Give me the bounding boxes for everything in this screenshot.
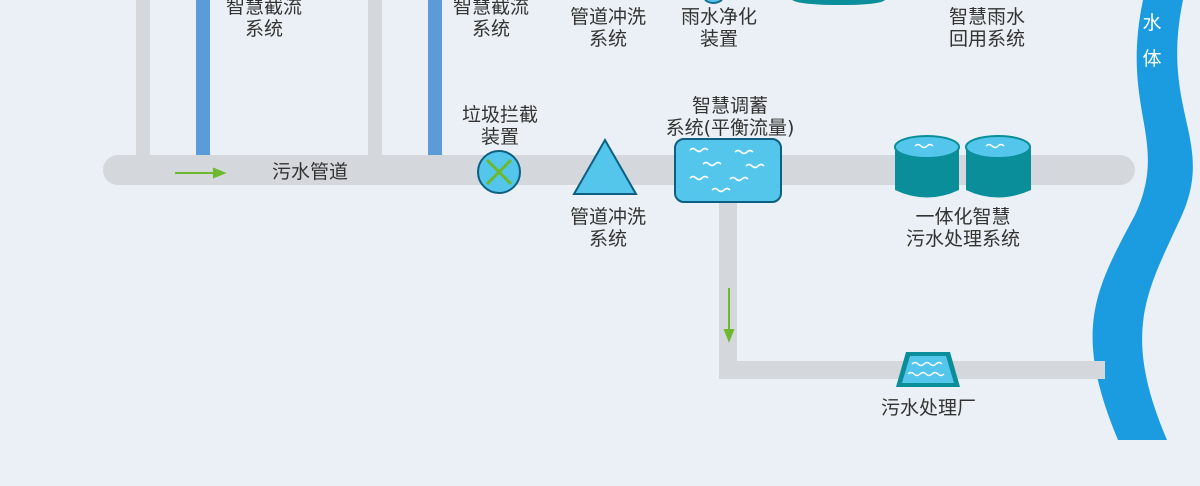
- integrated-treatment-label-line2: 污水处理系统: [905, 228, 1020, 250]
- rain-purify-label-line1: 雨水净化: [680, 6, 757, 28]
- treatment-plant-label-text: 污水处理厂: [880, 397, 976, 419]
- triangle-icon: [572, 137, 638, 195]
- rain-reuse-label: 智慧雨水 回用系统: [932, 6, 1042, 50]
- river-label-line1: 水: [1142, 12, 1162, 34]
- garbage-intercept-label-line2: 装置: [480, 126, 519, 148]
- river-label: 水 体: [1137, 12, 1167, 70]
- branch-pipe: [719, 195, 1105, 379]
- intercept-system-label-2-line2: 系统: [471, 18, 510, 40]
- intercept-system-label-1-line1: 智慧截流: [225, 0, 302, 18]
- river: [1092, 0, 1193, 440]
- cylinder-tank-icon: [965, 135, 1031, 198]
- x-circle-icon: [477, 150, 521, 194]
- rain-purify-device-edge: [704, 0, 723, 4]
- intercept-system-label-1-line2: 系统: [244, 18, 283, 40]
- flush-system-label-top-line1: 管道冲洗: [569, 6, 646, 28]
- storage-system-label-line1: 智慧调蓄: [691, 95, 768, 117]
- garbage-intercept-label-line1: 垃圾拦截: [461, 104, 538, 126]
- rain-purify-label: 雨水净化 装置: [669, 6, 769, 50]
- rain-reuse-label-line2: 回用系统: [948, 28, 1025, 50]
- garbage-intercept-label: 垃圾拦截 装置: [450, 104, 550, 148]
- storage-system-label-line2: 系统(平衡流量): [665, 117, 795, 139]
- flush-system-label-bottom-line1: 管道冲洗: [569, 206, 646, 228]
- rain-reuse-label-line1: 智慧雨水: [948, 6, 1025, 28]
- rain-purify-label-line2: 装置: [699, 28, 738, 50]
- integrated-treatment-label: 一体化智慧 污水处理系统: [893, 206, 1033, 250]
- intercept-system-label-2-line1: 智慧截流: [452, 0, 529, 18]
- rain-reuse-tank-edge: [792, 0, 885, 5]
- intercept-system-label-1: 智慧截流 系统: [214, 0, 314, 40]
- flow-arrow-icon: [175, 167, 227, 179]
- sewage-pipe-label: 污水管道: [255, 161, 365, 183]
- flush-system-label-top: 管道冲洗 系统: [558, 6, 658, 50]
- integrated-treatment-label-line1: 一体化智慧: [915, 206, 1011, 228]
- flow-arrow-down-icon: [723, 288, 735, 343]
- cylinder-tank-icon: [894, 135, 960, 198]
- intercept-system-label-2: 智慧截流 系统: [441, 0, 541, 40]
- water-tank-icon: [674, 138, 782, 203]
- treatment-plant-label: 污水处理厂: [866, 397, 991, 419]
- river-label-line2: 体: [1142, 48, 1162, 70]
- sewage-pipe-label-text: 污水管道: [271, 161, 348, 183]
- treatment-plant-icon: [896, 352, 960, 387]
- flush-system-label-bottom-line2: 系统: [588, 228, 627, 250]
- flush-system-label-top-line2: 系统: [588, 28, 627, 50]
- storage-system-label: 智慧调蓄 系统(平衡流量): [640, 95, 820, 139]
- flush-system-label-bottom: 管道冲洗 系统: [558, 206, 658, 250]
